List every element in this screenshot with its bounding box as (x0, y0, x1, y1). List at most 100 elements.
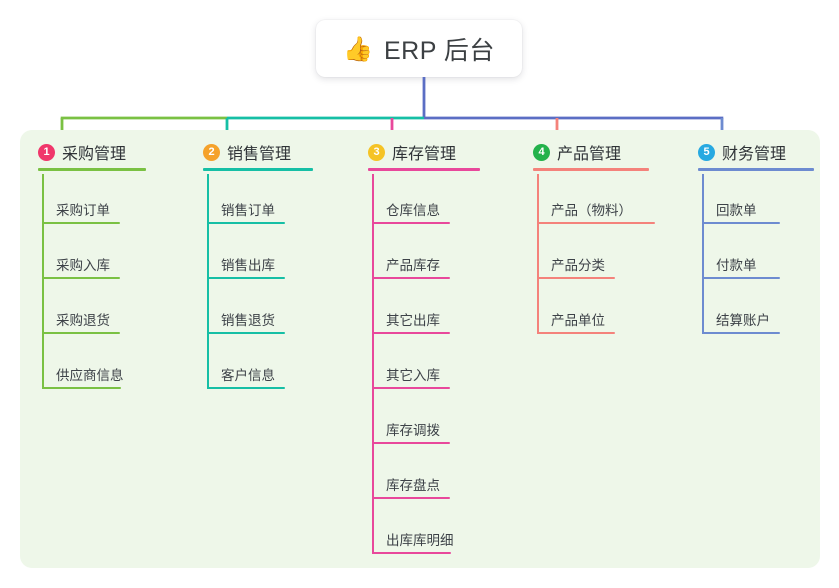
thumbs-up-icon: 👍 (343, 34, 373, 63)
branch-item-label: 产品（物料） (551, 203, 632, 218)
branch-spine-4 (537, 174, 539, 334)
branch-header-5[interactable]: 5 财务管理 (680, 130, 814, 174)
branch-spine-1 (42, 174, 44, 389)
branch-item-label: 其它入库 (386, 368, 440, 383)
branch-item-rule (702, 222, 780, 224)
branch-header-rule-5 (698, 168, 814, 171)
branch-item-rule (42, 222, 120, 224)
root-node[interactable]: 👍 ERP 后台 (316, 20, 522, 77)
branch-item[interactable]: 结算账户 (680, 284, 786, 339)
branch-item[interactable]: 其它出库 (350, 284, 456, 339)
branch-item[interactable]: 库存调拨 (350, 394, 456, 449)
branch-column-4: 4 产品管理产品（物料） 产品分类产品单位 (515, 130, 655, 339)
branch-item-rule (372, 442, 450, 444)
branch-column-3: 3 库存管理仓库信息产品库存其它出库其它入库库存调拨库存盘点出库库明细 (350, 130, 480, 559)
branch-item-label: 采购退货 (56, 313, 110, 328)
branch-item[interactable]: 客户信息 (185, 339, 291, 394)
branch-spine-3 (372, 174, 374, 554)
branch-item-label: 采购入库 (56, 258, 110, 273)
branch-item-label: 供应商信息 (56, 368, 124, 383)
branch-header-1[interactable]: 1 采购管理 (20, 130, 146, 174)
branch-item-rule (372, 552, 451, 554)
branch-item-label: 产品分类 (551, 258, 605, 273)
branch-items-2: 销售订单销售出库销售退货客户信息 (185, 174, 291, 394)
branch-item[interactable]: 销售出库 (185, 229, 291, 284)
branch-item-rule (207, 387, 285, 389)
branch-badge-2: 2 (203, 143, 220, 161)
branch-item-label: 库存调拨 (386, 423, 440, 438)
branch-item-rule (372, 277, 450, 279)
branch-item-label: 产品单位 (551, 313, 605, 328)
branch-item-rule (42, 332, 120, 334)
branch-header-rule-3 (368, 168, 480, 171)
branch-item[interactable]: 采购退货 (20, 284, 126, 339)
branch-item[interactable]: 销售订单 (185, 174, 291, 229)
branch-title-5: 财务管理 (722, 146, 787, 163)
branch-items-1: 采购订单采购入库采购退货供应商信息 (20, 174, 126, 394)
branch-item-rule (42, 277, 120, 279)
branch-badge-3: 3 (368, 143, 385, 161)
branch-spine-2 (207, 174, 209, 389)
branch-item-label: 销售退货 (221, 313, 275, 328)
branch-item-label: 产品库存 (386, 258, 440, 273)
branch-header-3[interactable]: 3 库存管理 (350, 130, 480, 174)
branch-item[interactable]: 供应商信息 (20, 339, 126, 394)
branch-item-rule (372, 222, 450, 224)
branch-item-rule (207, 222, 285, 224)
branch-item[interactable]: 其它入库 (350, 339, 456, 394)
branch-header-2[interactable]: 2 销售管理 (185, 130, 313, 174)
branch-item[interactable]: 仓库信息 (350, 174, 456, 229)
branch-item-rule (42, 387, 121, 389)
branch-item-rule (702, 332, 780, 334)
branch-item-rule (537, 222, 655, 224)
branch-title-4: 产品管理 (557, 146, 622, 163)
branch-item[interactable]: 产品库存 (350, 229, 456, 284)
branch-item[interactable]: 采购订单 (20, 174, 126, 229)
branch-item-rule (537, 332, 615, 334)
branch-column-2: 2 销售管理销售订单销售出库销售退货客户信息 (185, 130, 313, 394)
branch-item-label: 采购订单 (56, 203, 110, 218)
branch-item[interactable]: 回款单 (680, 174, 786, 229)
branch-item-label: 库存盘点 (386, 478, 440, 493)
branch-item-label: 客户信息 (221, 368, 275, 383)
branch-item[interactable]: 库存盘点 (350, 449, 456, 504)
branch-badge-4: 4 (533, 143, 550, 161)
branch-item-rule (537, 277, 615, 279)
branch-column-5: 5 财务管理回款单付款单结算账户 (680, 130, 814, 339)
branch-item[interactable]: 产品分类 (515, 229, 621, 284)
branch-item-label: 仓库信息 (386, 203, 440, 218)
branch-title-2: 销售管理 (227, 146, 292, 163)
branch-item-rule (702, 277, 780, 279)
branch-item[interactable]: 出库库明细 (350, 504, 456, 559)
branch-item-rule (372, 332, 450, 334)
branch-item-label: 其它出库 (386, 313, 440, 328)
branches-panel: 1 采购管理采购订单采购入库采购退货供应商信息 2 销售管理销售订单销售出库销售退货客… (20, 130, 820, 568)
branch-item-label: 结算账户 (716, 313, 770, 328)
branch-item[interactable]: 销售退货 (185, 284, 291, 339)
branch-items-5: 回款单付款单结算账户 (680, 174, 786, 339)
branch-item-label: 回款单 (716, 203, 757, 218)
branch-title-1: 采购管理 (62, 146, 127, 163)
branch-item[interactable]: 产品（物料） (515, 174, 655, 229)
branch-badge-1: 1 (38, 143, 55, 161)
branch-header-rule-1 (38, 168, 146, 171)
branch-badge-5: 5 (698, 143, 715, 161)
branch-items-4: 产品（物料） 产品分类产品单位 (515, 174, 655, 339)
branch-item[interactable]: 采购入库 (20, 229, 126, 284)
branch-header-rule-2 (203, 168, 313, 171)
branch-items-3: 仓库信息产品库存其它出库其它入库库存调拨库存盘点出库库明细 (350, 174, 456, 559)
root-node-label: ERP 后台 (383, 36, 495, 65)
branch-item-label: 出库库明细 (386, 533, 454, 548)
branch-item-rule (207, 332, 285, 334)
branch-item-label: 销售订单 (221, 203, 275, 218)
branch-header-rule-4 (533, 168, 649, 171)
branch-item[interactable]: 付款单 (680, 229, 786, 284)
branch-title-3: 库存管理 (392, 146, 457, 163)
branch-item-rule (372, 497, 450, 499)
branch-header-4[interactable]: 4 产品管理 (515, 130, 649, 174)
branch-item[interactable]: 产品单位 (515, 284, 621, 339)
branch-item-label: 付款单 (716, 258, 757, 273)
branch-item-label: 销售出库 (221, 258, 275, 273)
branch-column-1: 1 采购管理采购订单采购入库采购退货供应商信息 (20, 130, 146, 394)
